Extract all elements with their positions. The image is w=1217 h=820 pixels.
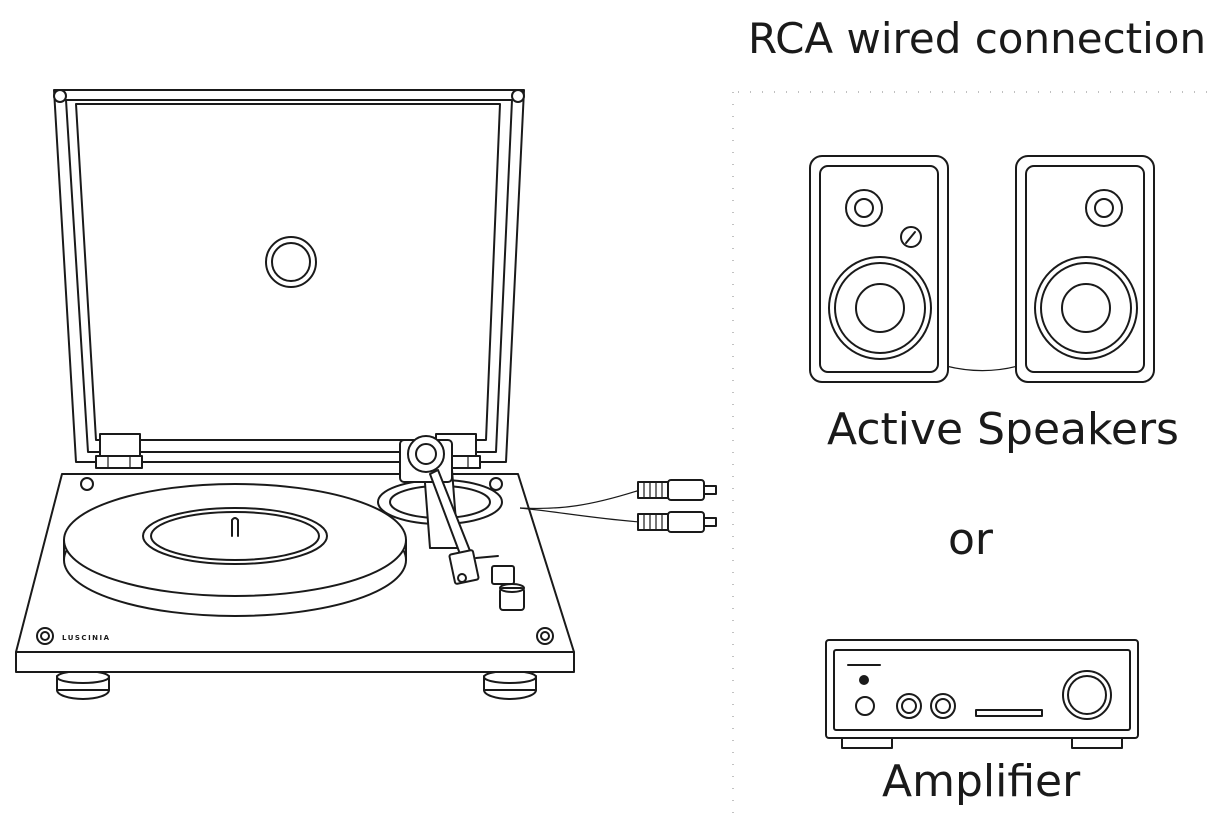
amplifier-illustration — [825, 639, 1139, 749]
or-separator: or — [948, 514, 994, 565]
turntable-illustration: LUSCINIA — [15, 89, 575, 700]
rca-plug-bottom — [637, 511, 717, 533]
platter — [63, 483, 407, 617]
power-led-icon — [859, 675, 869, 685]
diagram-title: RCA wired connection — [748, 14, 1207, 63]
tonearm — [377, 435, 525, 611]
speaker-right — [1015, 155, 1155, 383]
hinge-left — [95, 433, 143, 469]
rca-plug-top — [637, 479, 717, 501]
amplifier-label: Amplifier — [882, 756, 1081, 807]
active-speakers-label: Active Speakers — [827, 404, 1179, 455]
brand-name: LUSCINIA — [62, 634, 111, 642]
active-speakers-illustration — [809, 155, 1155, 383]
dust-cover — [53, 89, 525, 463]
rca-cable — [519, 479, 717, 533]
speaker-left — [809, 155, 949, 383]
